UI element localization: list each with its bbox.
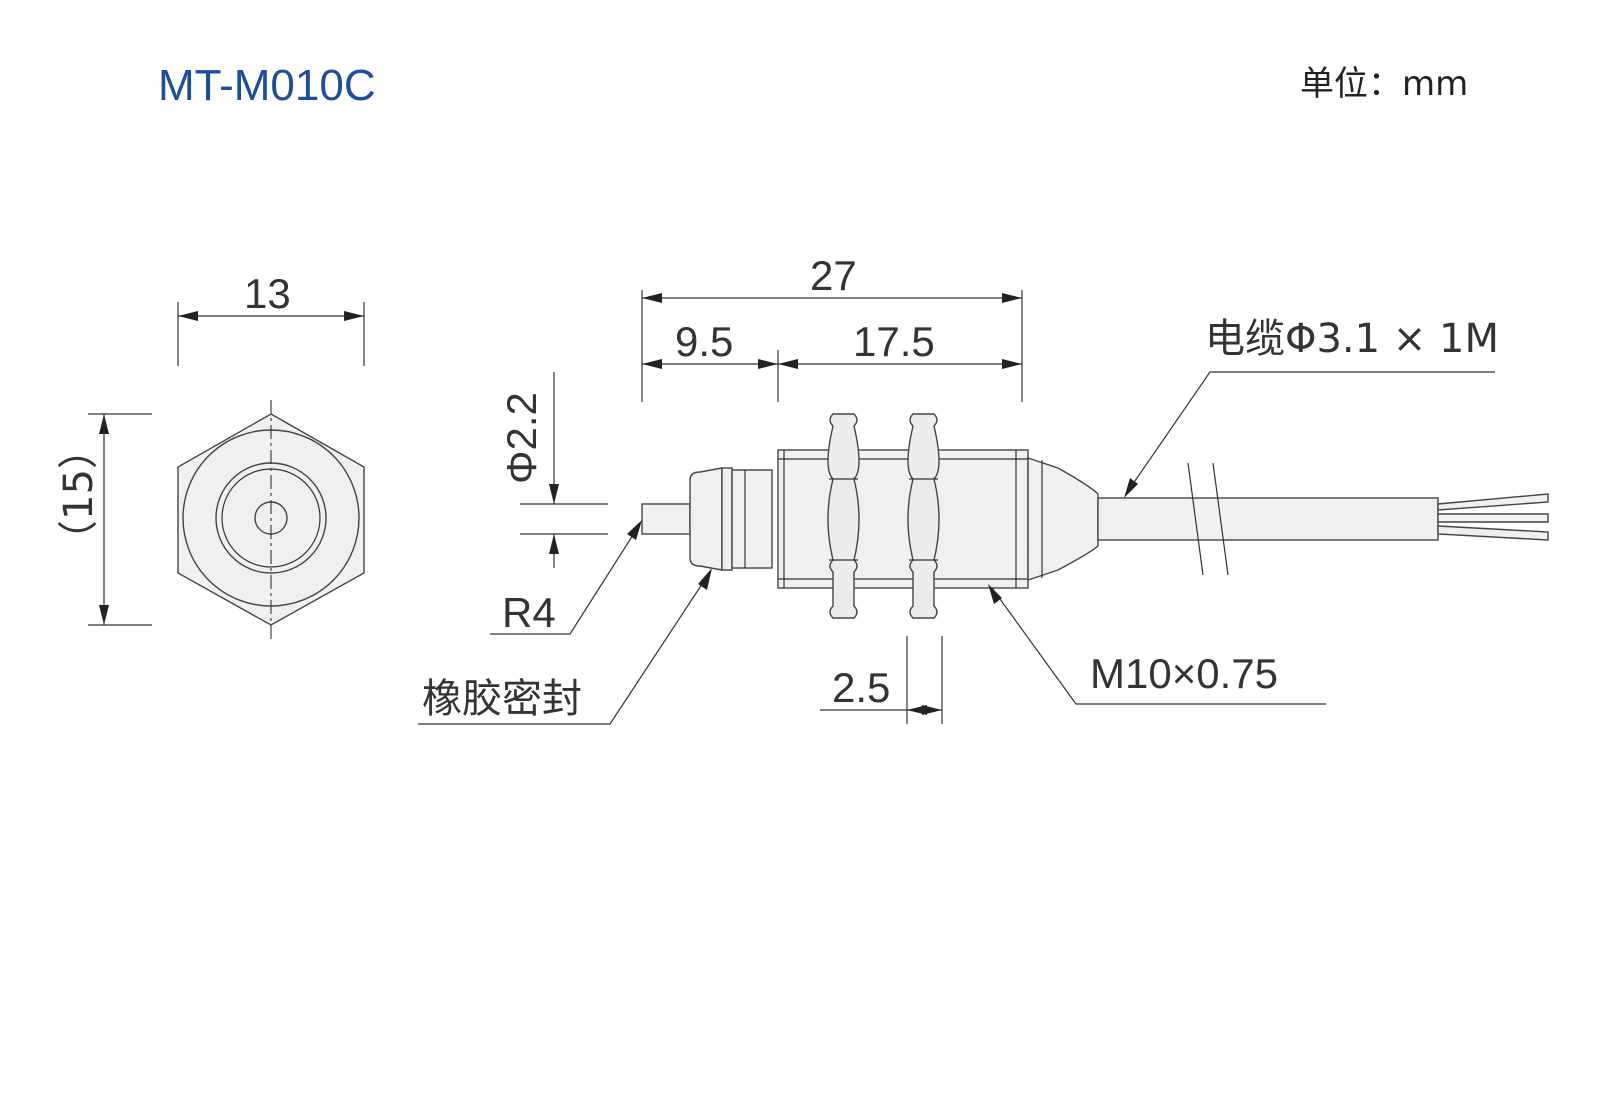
nut-dim-arrow-right — [922, 705, 942, 715]
break-mark-2 — [1212, 462, 1229, 576]
front-length-text: 9.5 — [675, 318, 733, 365]
r4-leader — [490, 523, 641, 635]
seal-leader — [418, 571, 711, 725]
overall-length-text: 27 — [810, 252, 857, 299]
dim175-arrow-left — [778, 359, 798, 369]
lock-nut-1 — [827, 413, 860, 619]
cable — [1097, 497, 1439, 541]
lock-nut-2 — [907, 413, 940, 619]
cable-arrow — [1124, 478, 1138, 498]
r4-arrow — [627, 520, 642, 540]
end-view: 13 （15） — [56, 270, 365, 640]
model-title: MT-M010C — [158, 61, 376, 110]
thread-spec-label: M10×0.75 — [1090, 650, 1278, 697]
threaded-body — [777, 449, 1029, 589]
front-collar — [731, 469, 773, 569]
wire-1 — [1437, 493, 1549, 511]
height-dim-text: （15） — [56, 429, 102, 560]
thread-length-text: 17.5 — [853, 318, 935, 365]
seal-arrow — [698, 568, 712, 590]
pin-dia-arrow-bottom — [549, 534, 559, 554]
pin-dia-arrow-top — [549, 484, 559, 504]
height-arrow-top — [99, 414, 109, 434]
break-mark-1 — [1187, 462, 1204, 576]
cable-leader — [1125, 371, 1495, 495]
rubber-seal — [721, 467, 733, 571]
dim175-arrow-right — [1002, 359, 1022, 369]
pin-diameter-text: Φ2.2 — [498, 392, 545, 484]
nut-thickness-text: 2.5 — [832, 664, 890, 711]
width-dim-text: 13 — [244, 270, 291, 317]
front-cap — [689, 467, 723, 571]
width-arrow-right — [344, 311, 364, 321]
wire-2 — [1437, 513, 1549, 523]
cable-gland — [1027, 457, 1099, 581]
sensor-pin — [641, 503, 691, 535]
thread-leader — [991, 587, 1326, 705]
dim27-arrow-right — [1002, 293, 1022, 303]
seal-label: 橡胶密封 — [422, 676, 582, 722]
side-view: 27 9.5 17.5 Φ2.2 R4 橡胶密封 2.5 — [418, 252, 1549, 725]
dim95-arrow-left — [642, 359, 662, 369]
width-arrow-left — [178, 311, 198, 321]
dim27-arrow-left — [642, 293, 662, 303]
cable-label: 电缆Φ3.1 × 1M — [1205, 316, 1499, 362]
thread-arrow — [988, 584, 1002, 604]
dim95-arrow-right — [758, 359, 778, 369]
height-arrow-bottom — [99, 605, 109, 625]
tip-radius-text: R4 — [502, 589, 556, 636]
unit-label: 单位：mm — [1300, 64, 1468, 104]
wire-3 — [1437, 525, 1549, 541]
